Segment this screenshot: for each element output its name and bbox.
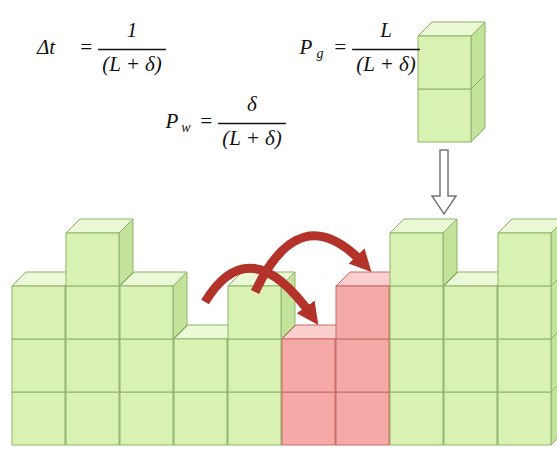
cube-surface (12, 219, 557, 445)
probability-symbol: P (166, 111, 179, 132)
cube-front (120, 392, 173, 445)
fraction-bar (218, 123, 286, 124)
cube-front (498, 286, 551, 339)
cube-front (390, 233, 443, 286)
cube-front (336, 392, 389, 445)
diffusion-arrows (205, 236, 364, 316)
fraction-bar (98, 49, 166, 50)
cube-front (498, 392, 551, 445)
cube-front (174, 392, 227, 445)
equals-sign: = (333, 37, 347, 58)
cube-front (418, 36, 471, 89)
subscript: g (317, 47, 324, 61)
cube-front (282, 339, 335, 392)
cube-front (120, 286, 173, 339)
probability-symbol: P (300, 37, 313, 58)
denominator: (L + δ) (222, 128, 282, 149)
denominator: (L + δ) (102, 54, 162, 75)
cube-front (498, 233, 551, 286)
cube-front (66, 392, 119, 445)
cube-front (228, 392, 281, 445)
cube-front (390, 339, 443, 392)
fraction-bars (98, 50, 420, 124)
cube-front (66, 286, 119, 339)
numerator: δ (247, 94, 257, 115)
cube-top (498, 219, 557, 233)
hop-arrow (255, 236, 364, 292)
cube-front (66, 233, 119, 286)
cube-front (12, 286, 65, 339)
cube-side (551, 219, 557, 286)
subscript: w (181, 121, 190, 135)
deposition-arrow (432, 150, 456, 214)
delta-t-symbol: Δt (37, 37, 55, 58)
numerator: L (380, 20, 392, 41)
equals-sign: = (79, 37, 93, 58)
cube-side (471, 22, 485, 89)
cube-front (120, 339, 173, 392)
cube-front (444, 392, 497, 445)
falling-block (418, 22, 485, 142)
cube-front (228, 339, 281, 392)
cube-front (498, 339, 551, 392)
cube-front (444, 286, 497, 339)
cube-front (336, 339, 389, 392)
cube-front (336, 286, 389, 339)
cube-front (12, 392, 65, 445)
denominator: (L + δ) (356, 54, 416, 75)
numerator: 1 (127, 20, 138, 41)
fraction-bar (352, 49, 420, 50)
cube-front (228, 286, 281, 339)
cube-front (444, 339, 497, 392)
cube-front (418, 89, 471, 142)
equals-sign: = (199, 111, 213, 132)
cube-front (390, 392, 443, 445)
cube-front (174, 339, 227, 392)
cube-front (282, 392, 335, 445)
cube-front (66, 339, 119, 392)
cube-front (390, 286, 443, 339)
cube-front (12, 339, 65, 392)
